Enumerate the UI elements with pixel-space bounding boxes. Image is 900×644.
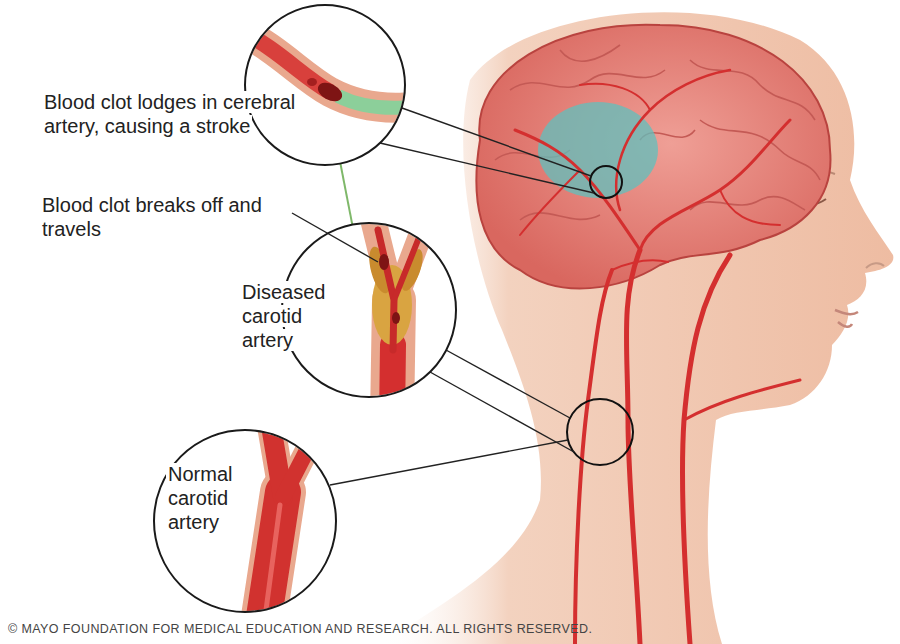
nostril [866,263,884,268]
callout-label: Blood clot breaks off and travels [42,193,286,241]
text-holder: Diseased carotid artery [240,280,358,352]
inset-circle: Normal carotid artery [152,428,338,614]
diseased-artery-inset [365,215,428,420]
head-skin [380,12,893,644]
text-holder: Blood clot lodges in cerebral artery, ca… [42,90,310,138]
lips [835,310,858,327]
copyright-notice: © MAYO FOUNDATION FOR MEDICAL EDUCATION … [8,621,592,637]
text-line-holder: Blood clot lodges in cerebral artery, ca… [42,90,310,138]
circle-outline [245,5,405,165]
circle-outline [154,430,336,612]
inset-circle: Diseased carotid artery [236,222,458,400]
inset-label: Blood clot lodges in cerebral artery, ca… [42,91,297,137]
neck-focus-ring [567,399,633,465]
leader-line [292,213,378,262]
inset-circle: Blood clot lodges in cerebral artery, ca… [38,4,408,168]
brain-folds [495,45,820,220]
inset-ground [246,6,404,164]
text-line-holder: Normal carotid artery [166,462,268,534]
inset-label: Diseased carotid artery [240,281,327,351]
clot-path-line [340,164,352,225]
arteries [515,70,800,644]
inset-label: Normal carotid artery [166,463,234,533]
circle-outline [282,223,456,397]
brain-focus-ring [590,166,622,198]
brain [476,25,830,289]
text-holder: Normal carotid artery [166,462,268,534]
circle-outline [38,4,408,168]
text-line-holder: Diseased carotid artery [240,280,358,352]
